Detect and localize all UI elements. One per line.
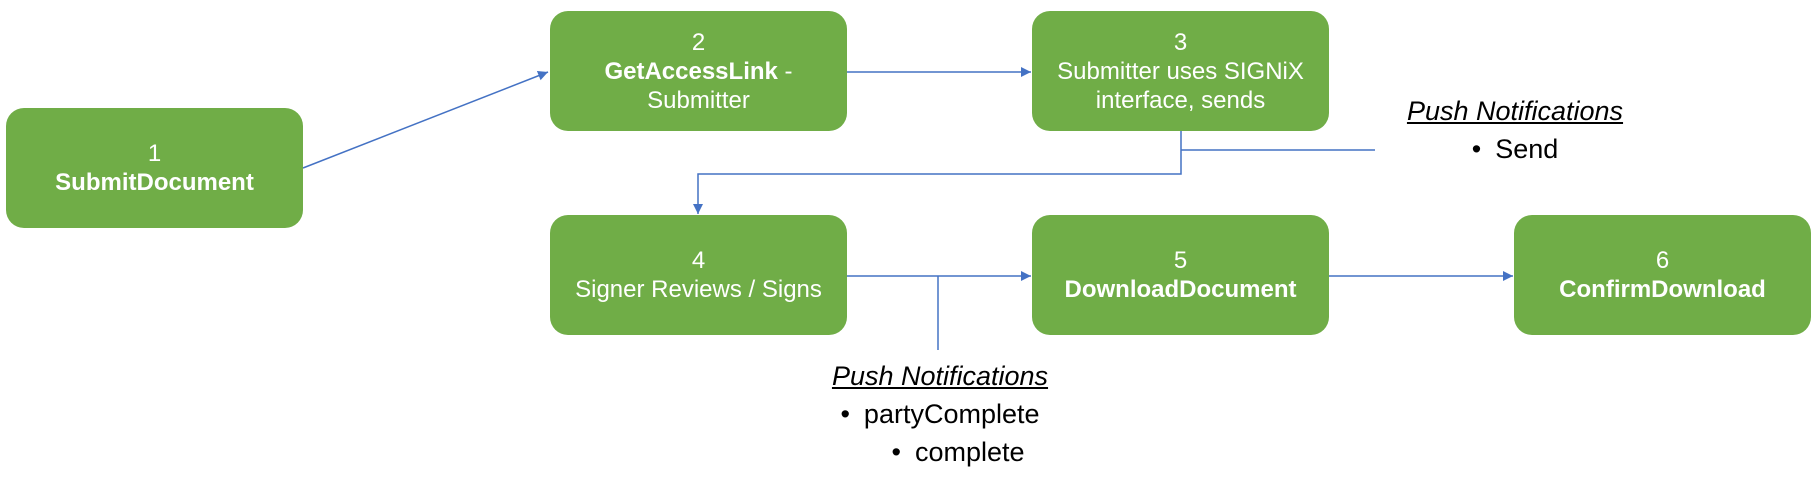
node-2-line2: Submitter xyxy=(647,86,750,114)
note-top-title: Push Notifications xyxy=(1406,96,1624,126)
push-notifications-note-top: Push Notifications •Send xyxy=(1380,92,1650,168)
list-item: •complete xyxy=(800,433,1080,471)
node-submitter-uses-interface: 3 Submitter uses SIGNiX interface, sends xyxy=(1032,11,1329,131)
connector-3-4 xyxy=(693,131,1182,214)
node-signer-reviews: 4 Signer Reviews / Signs xyxy=(550,215,847,335)
note-top-list: •Send xyxy=(1380,130,1650,168)
list-item: •partyComplete xyxy=(800,395,1080,433)
node-4-number: 4 xyxy=(691,247,706,274)
node-download-document: 5 DownloadDocument xyxy=(1032,215,1329,335)
node-submit-document: 1 SubmitDocument xyxy=(6,108,303,228)
push-notifications-note-bottom: Push Notifications •partyComplete •compl… xyxy=(800,357,1080,471)
node-3-line1: Submitter uses SIGNiX xyxy=(1057,57,1304,85)
node-2-number: 2 xyxy=(691,28,706,56)
node-5-title: DownloadDocument xyxy=(1064,276,1297,303)
node-6-title: ConfirmDownload xyxy=(1559,276,1766,303)
connector-1-2 xyxy=(302,70,549,169)
note-bottom-title: Push Notifications xyxy=(831,361,1049,391)
node-confirm-download: 6 ConfirmDownload xyxy=(1514,215,1811,335)
bullet-icon: • xyxy=(891,437,901,467)
node-2-suffix: - xyxy=(777,57,793,85)
node-3-number: 3 xyxy=(1173,28,1188,56)
node-3-line2: interface, sends xyxy=(1095,86,1266,114)
node-2-title: GetAccessLink xyxy=(604,57,778,85)
node-get-access-link: 2 GetAccessLink - Submitter xyxy=(550,11,847,131)
bullet-icon: • xyxy=(1471,134,1482,164)
bullet-icon: • xyxy=(840,399,850,429)
node-4-line1: Signer Reviews / Signs xyxy=(575,276,822,303)
note-bottom-list: •partyComplete •complete xyxy=(800,395,1080,471)
node-5-number: 5 xyxy=(1173,247,1188,274)
list-item: •Send xyxy=(1380,130,1650,168)
node-6-number: 6 xyxy=(1655,247,1670,274)
node-1-number: 1 xyxy=(147,140,162,167)
node-1-title: SubmitDocument xyxy=(55,169,254,196)
